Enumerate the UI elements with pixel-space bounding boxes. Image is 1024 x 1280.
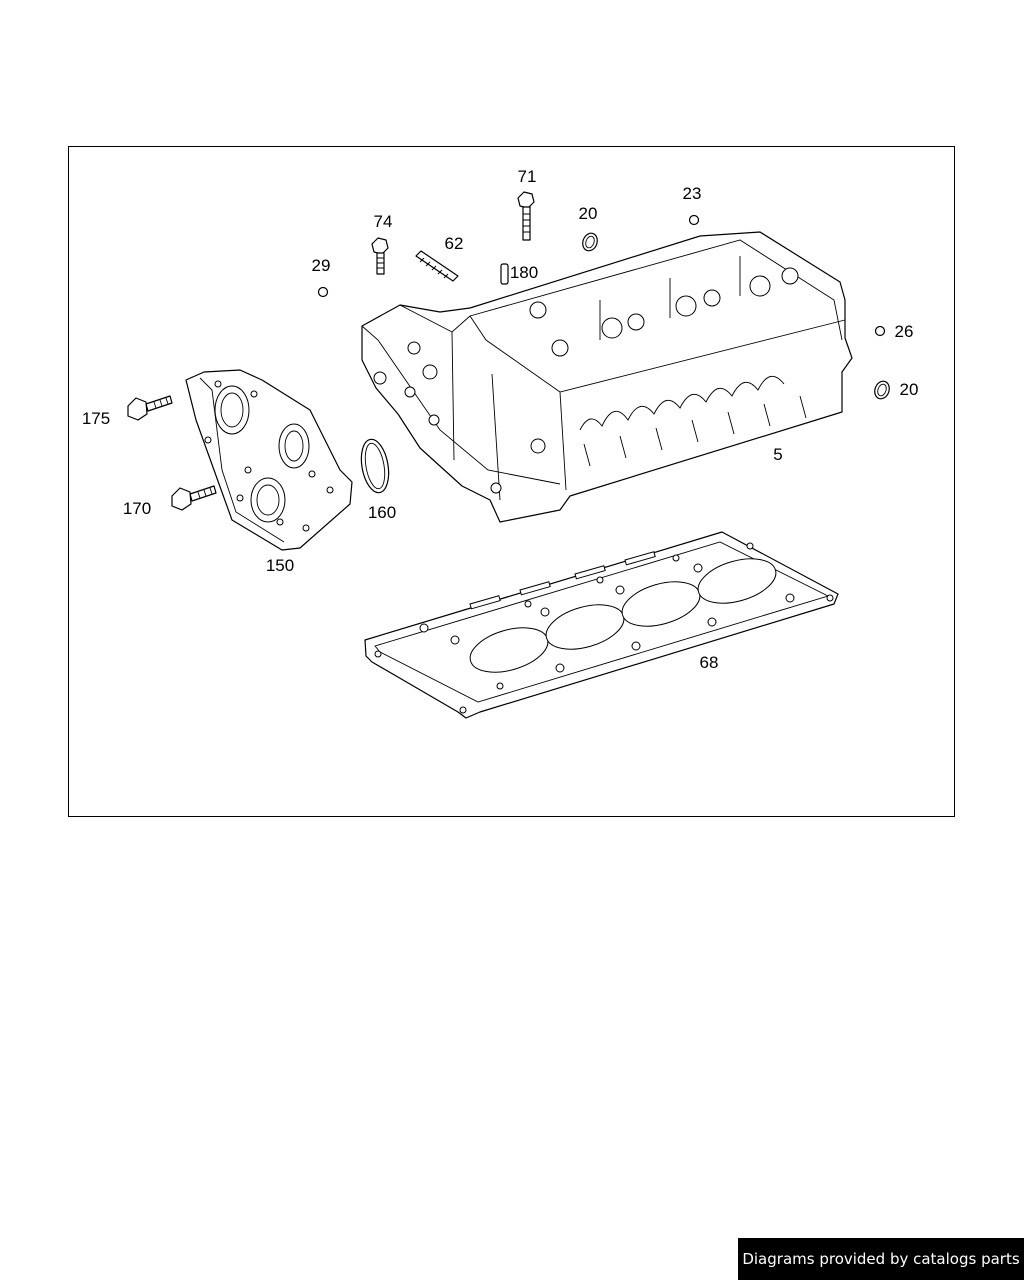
- callout-62[interactable]: 62: [445, 234, 464, 253]
- credit-banner: Diagrams provided by catalogs parts: [738, 1238, 1024, 1280]
- callout-68[interactable]: 68: [700, 653, 719, 672]
- bolt-175[interactable]: [127, 395, 173, 421]
- plug-20-right[interactable]: [872, 379, 891, 401]
- callout-20-right[interactable]: 20: [900, 380, 919, 399]
- callout-26[interactable]: 26: [895, 322, 914, 341]
- ball-26[interactable]: [874, 325, 886, 337]
- ball-29[interactable]: [317, 286, 329, 298]
- bolt-74[interactable]: [371, 237, 389, 275]
- ball-23[interactable]: [688, 214, 700, 226]
- bolt-170[interactable]: [171, 485, 217, 511]
- stud-62[interactable]: [415, 250, 459, 282]
- o-ring-160[interactable]: [358, 437, 393, 495]
- front-cover-150[interactable]: [185, 369, 353, 551]
- callout-150[interactable]: 150: [266, 556, 294, 575]
- callout-170[interactable]: 170: [123, 499, 151, 518]
- callout-160[interactable]: 160: [368, 503, 396, 522]
- dowel-pin-180[interactable]: [500, 263, 509, 285]
- callout-71[interactable]: 71: [518, 167, 537, 186]
- callout-175[interactable]: 175: [82, 409, 110, 428]
- callout-74[interactable]: 74: [374, 212, 393, 231]
- bolt-71[interactable]: [517, 191, 535, 241]
- callout-180[interactable]: 180: [510, 263, 538, 282]
- plug-20-top[interactable]: [580, 231, 599, 253]
- head-gasket-68[interactable]: [364, 531, 839, 719]
- callout-23[interactable]: 23: [683, 184, 702, 203]
- callout-29[interactable]: 29: [312, 256, 331, 275]
- callout-5[interactable]: 5: [773, 445, 782, 464]
- cylinder-head-5[interactable]: [361, 231, 853, 523]
- callout-20-top[interactable]: 20: [579, 204, 598, 223]
